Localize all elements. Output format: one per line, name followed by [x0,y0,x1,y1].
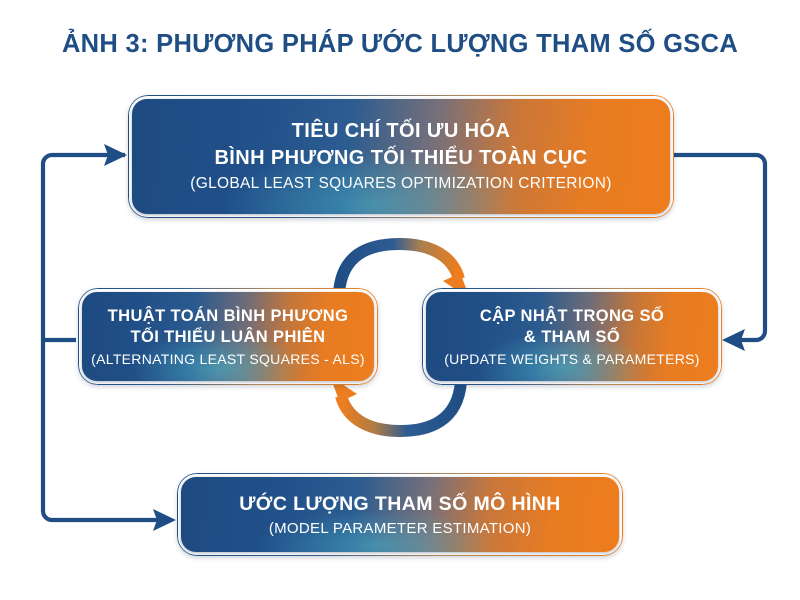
connector-left-spine [40,144,176,531]
node-als-line2: TỐI THIỂU LUÂN PHIÊN [130,327,326,346]
connector-right-spine [672,152,768,351]
node-update-weights-parameters-body: CẬP NHẬT TRỌNG SỐ & THAM SỐ (UPDATE WEIG… [426,292,718,381]
node-update-line2: & THAM SỐ [523,327,621,346]
node-alternating-least-squares-body: THUẬT TOÁN BÌNH PHƯƠNG TỐI THIỂU LUÂN PH… [82,292,374,381]
page-title: ẢNH 3: PHƯƠNG PHÁP ƯỚC LƯỢNG THAM SỐ GSC… [61,30,739,58]
node-optimization-criterion-line1: TIÊU CHÍ TỐI ƯU HÓA [291,120,511,142]
arrowhead-to-criterion [104,144,127,166]
node-estimation-subtitle: (MODEL PARAMETER ESTIMATION) [268,519,532,537]
node-update-line1: CẬP NHẬT TRỌNG SỐ [479,306,665,325]
node-optimization-criterion[interactable]: TIÊU CHÍ TỐI ƯU HÓA BÌNH PHƯƠNG TỐI THIỂ… [128,95,674,218]
node-als-subtitle: (ALTERNATING LEAST SQUARES - ALS) [91,350,365,367]
node-optimization-criterion-body: TIÊU CHÍ TỐI ƯU HÓA BÌNH PHƯƠNG TỐI THIỂ… [132,99,670,214]
arrowhead-to-update [722,329,745,351]
node-optimization-criterion-subtitle: (GLOBAL LEAST SQUARES OPTIMIZATION CRITE… [190,175,612,192]
node-als-line1: THUẬT TOÁN BÌNH PHƯƠNG [107,306,349,325]
node-model-parameter-estimation-body: ƯỚC LƯỢNG THAM SỐ MÔ HÌNH (MODEL PARAMET… [181,477,619,552]
node-estimation-line1: ƯỚC LƯỢNG THAM SỐ MÔ HÌNH [239,492,561,515]
node-alternating-least-squares[interactable]: THUẬT TOÁN BÌNH PHƯƠNG TỐI THIỂU LUÂN PH… [78,288,378,385]
node-optimization-criterion-line2: BÌNH PHƯƠNG TỐI THIỂU TOÀN CỤC [214,147,588,169]
node-update-weights-parameters[interactable]: CẬP NHẬT TRỌNG SỐ & THAM SỐ (UPDATE WEIG… [422,288,722,385]
arrowhead-to-estimation [153,509,176,531]
node-model-parameter-estimation[interactable]: ƯỚC LƯỢNG THAM SỐ MÔ HÌNH (MODEL PARAMET… [177,473,623,556]
node-update-subtitle: (UPDATE WEIGHTS & PARAMETERS) [444,350,700,367]
